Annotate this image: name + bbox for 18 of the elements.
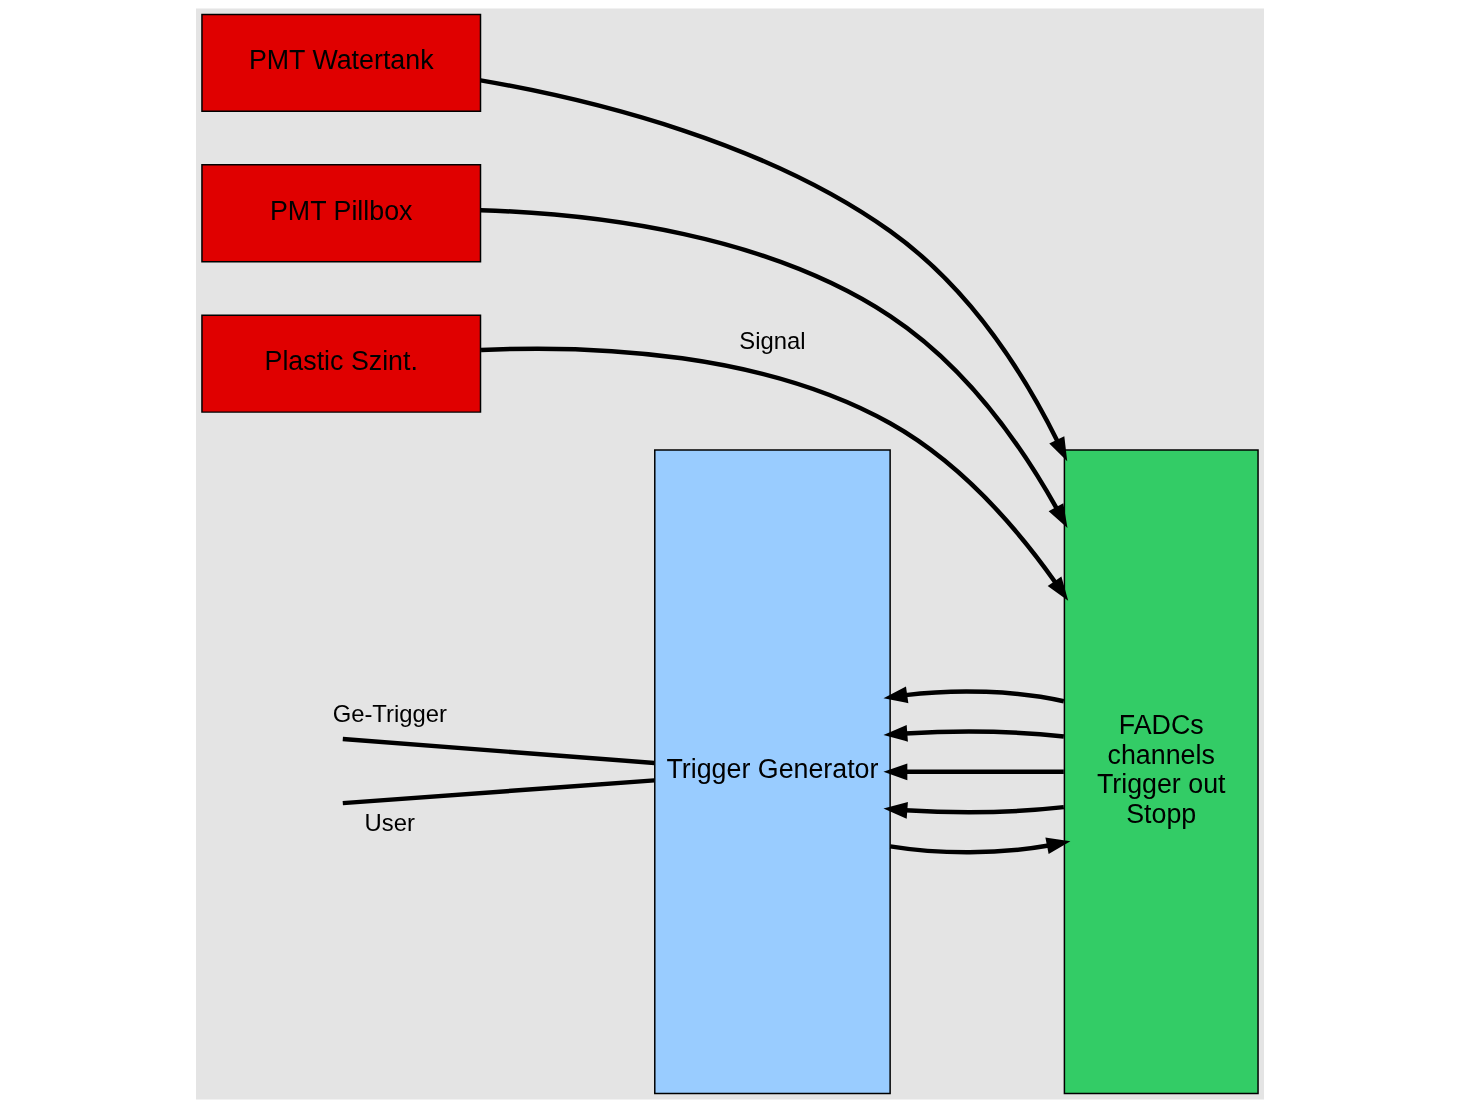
edge-label: Signal <box>738 326 806 354</box>
arrow <box>480 346 1068 601</box>
arrow <box>480 207 1067 529</box>
node-box: PMT Watertank <box>200 13 481 112</box>
connector <box>342 778 655 806</box>
node-box: PMT Pillbox <box>200 164 481 263</box>
edge-label: Ge-Trigger <box>332 700 447 728</box>
arrow <box>882 802 1064 819</box>
connector <box>342 736 655 766</box>
arrow <box>882 763 1064 781</box>
edge-label: User <box>364 809 415 837</box>
node-box: FADCs channels Trigger out Stopp <box>1063 449 1259 1095</box>
node-box: Plastic Szint. <box>200 314 481 413</box>
arrow <box>882 725 1064 742</box>
arrow <box>479 78 1067 462</box>
arrow <box>889 837 1070 855</box>
node-box: Trigger Generator <box>653 449 891 1095</box>
arrow <box>883 686 1064 704</box>
